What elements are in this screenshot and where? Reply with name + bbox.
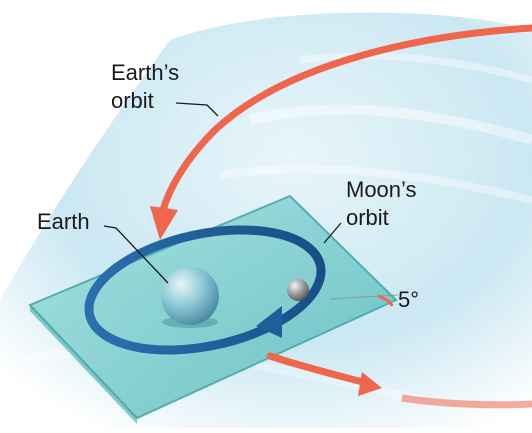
earth-sphere (161, 267, 219, 328)
moons-orbit-label-line1: Moon’s (346, 177, 417, 202)
angle-label: 5° (398, 287, 419, 312)
earths-orbit-label-line2: orbit (111, 88, 154, 113)
earths-orbit-label-line1: Earth’s (111, 60, 179, 85)
moons-orbit-label-line2: orbit (346, 205, 389, 230)
moon-sphere (287, 279, 309, 301)
earth-label: Earth (37, 209, 90, 234)
